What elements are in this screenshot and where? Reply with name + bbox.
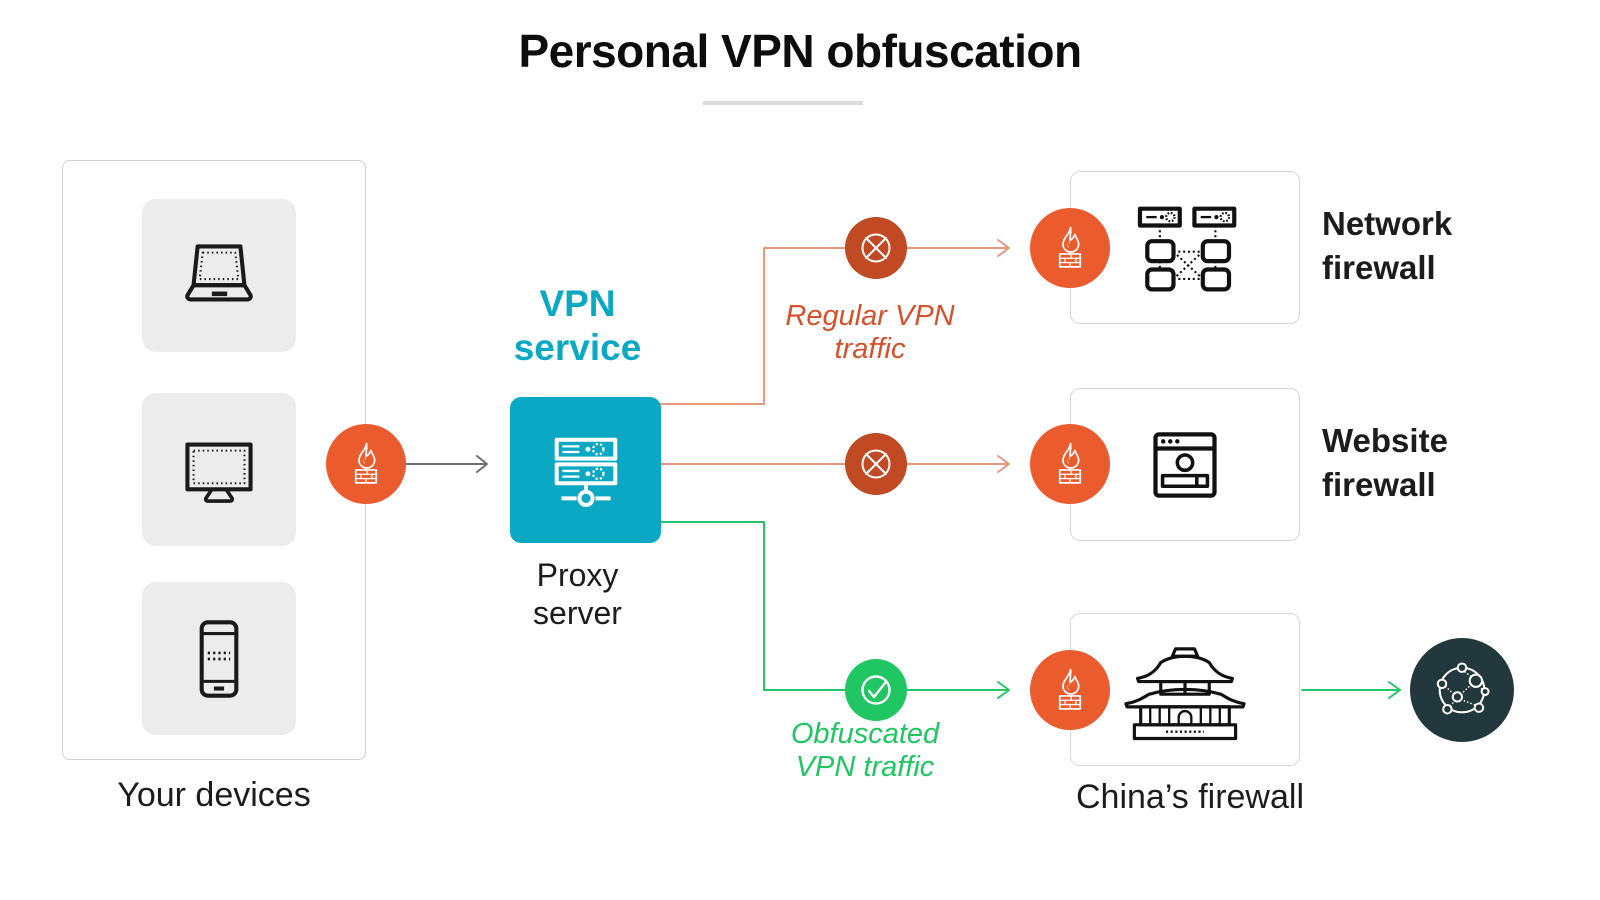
browser-window-icon xyxy=(1153,431,1217,498)
device-tile-smartphone xyxy=(142,582,296,735)
device-tile-monitor xyxy=(142,393,296,546)
regular-traffic-line-middle xyxy=(660,455,1010,473)
obfuscated-traffic-line xyxy=(660,521,1010,699)
allowed-badge xyxy=(845,659,907,721)
blocked-badge-middle xyxy=(845,433,907,495)
device-tile-laptop xyxy=(142,199,296,352)
flame-brick-wall-icon xyxy=(1058,226,1082,268)
blocked-badge-top xyxy=(845,217,907,279)
flame-brick-wall-icon xyxy=(1058,668,1082,710)
arrow-right-icon xyxy=(405,455,488,473)
temple-icon xyxy=(1124,646,1246,740)
monitor-icon xyxy=(185,442,253,503)
title-divider xyxy=(703,101,863,105)
firewall-badge-entry xyxy=(326,424,406,504)
smartphone-icon xyxy=(199,619,239,698)
global-network-icon xyxy=(1436,662,1490,715)
regular-vpn-traffic-label: Regular VPN traffic xyxy=(785,300,955,366)
open-internet-node xyxy=(1410,638,1514,742)
server-rack-icon xyxy=(554,437,617,507)
network-firewall-label: Network firewall xyxy=(1322,205,1453,286)
check-circle-icon xyxy=(861,675,891,705)
page-title: Personal VPN obfuscation xyxy=(518,25,1082,77)
laptop-icon xyxy=(185,243,253,301)
website-firewall-label: Website firewall xyxy=(1322,422,1448,503)
your-devices-box xyxy=(62,160,366,760)
crossed-circle-icon xyxy=(861,449,891,479)
obfuscated-vpn-traffic-label: Obfuscated VPN traffic xyxy=(790,718,940,784)
firewall-badge-website xyxy=(1030,424,1110,504)
firewall-badge-china xyxy=(1030,650,1110,730)
flame-brick-wall-icon xyxy=(1058,442,1082,484)
passthrough-line xyxy=(1301,681,1401,699)
firewall-badge-network xyxy=(1030,208,1110,288)
vpn-service-label: VPN service xyxy=(513,283,642,369)
crossed-circle-icon xyxy=(861,233,891,263)
your-devices-label: Your devices xyxy=(117,776,311,814)
network-diagram-icon xyxy=(1137,206,1237,291)
proxy-server-node xyxy=(510,397,661,543)
proxy-server-label: Proxy server xyxy=(533,557,622,632)
flame-brick-wall-icon xyxy=(354,442,378,484)
china-firewall-label: China’s firewall xyxy=(1075,778,1305,816)
